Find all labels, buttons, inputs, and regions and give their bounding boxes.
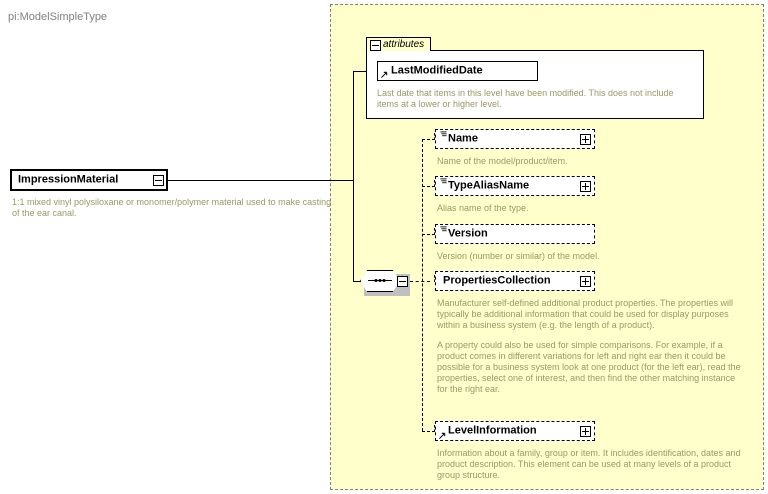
element-description-typealiasname: Alias name of the type. (437, 203, 529, 213)
element-node-levelinformation[interactable]: LevelInformation (435, 421, 599, 445)
connector-children-vertical (422, 139, 423, 431)
element-ref-icon (439, 432, 446, 439)
element-label: LevelInformation (448, 424, 537, 437)
element-icon (440, 131, 447, 137)
connector-sequence-stub (410, 281, 430, 282)
connector-branch-levelinformation (422, 431, 435, 432)
connector-to-attributes (353, 71, 377, 72)
root-element-node[interactable]: ImpressionMaterial (10, 169, 172, 195)
connector-root-horizontal (168, 180, 353, 181)
root-element-label: ImpressionMaterial (18, 173, 119, 186)
connector-tick-version (434, 228, 435, 235)
element-node-propertiescollection[interactable]: PropertiesCollection (435, 271, 599, 295)
attributes-group-tab[interactable]: attributes (366, 37, 432, 51)
description-paragraph: A property could also be used for simple… (437, 340, 741, 394)
connector-tick-levelinformation (434, 425, 435, 432)
connector-tick-propertiescollection (434, 275, 435, 282)
element-expand-plus-icon[interactable] (580, 275, 591, 287)
root-collapse-minus-icon[interactable] (153, 174, 164, 186)
element-box (435, 271, 595, 291)
element-box (435, 176, 595, 196)
element-box (435, 421, 595, 441)
sequence-dots-icon (368, 279, 392, 282)
complex-type-label: pi:ModelSimpleType (8, 11, 108, 23)
element-icon (440, 178, 447, 184)
attributes-collapse-minus-icon[interactable] (370, 40, 381, 51)
attribute-label: LastModifiedDate (391, 64, 483, 77)
attribute-box (377, 61, 538, 81)
element-label: TypeAliasName (448, 179, 530, 192)
element-box (435, 129, 595, 149)
attribute-description: Last date that items in this level have … (377, 88, 674, 109)
element-icon (440, 226, 447, 232)
attributes-group-label: attributes (383, 39, 425, 50)
element-label: Name (448, 132, 478, 145)
attribute-node-lastmodifieddate[interactable]: LastModifiedDate (377, 61, 542, 85)
connector-branch-version (422, 234, 435, 235)
element-expand-plus-icon[interactable] (580, 180, 591, 192)
connector-tick-name (434, 133, 435, 140)
element-box (435, 224, 595, 244)
description-paragraph: Manufacturer self-defined additional pro… (437, 298, 733, 330)
sequence-collapse-minus-icon[interactable] (397, 276, 408, 287)
sequence-compositor-node[interactable] (360, 270, 410, 296)
attribute-arrow-icon (381, 71, 388, 78)
element-description-name: Name of the model/product/item. (437, 156, 568, 166)
element-description-levelinformation: Information about a family, group or ite… (437, 448, 741, 480)
element-expand-plus-icon[interactable] (580, 425, 591, 437)
element-description-version: Version (number or similar) of the model… (437, 251, 600, 261)
root-element-box (10, 169, 168, 191)
connector-trunk-vertical (353, 71, 354, 281)
root-element-description: 1:1 mixed vinyl polysiloxane or monomer/… (12, 197, 332, 218)
element-node-typealiasname[interactable]: TypeAliasName (435, 176, 599, 200)
element-label: Version (448, 227, 488, 240)
element-node-version[interactable]: Version (435, 224, 599, 248)
element-label: PropertiesCollection (443, 274, 551, 287)
connector-to-sequence (353, 281, 361, 282)
element-node-name[interactable]: Name (435, 129, 599, 153)
element-description-propertiescollection: Manufacturer self-defined additional pro… (437, 298, 747, 395)
element-expand-plus-icon[interactable] (580, 133, 591, 145)
connector-tick-typealiasname (434, 180, 435, 187)
connector-branch-typealiasname (422, 186, 435, 187)
connector-branch-name (422, 139, 435, 140)
